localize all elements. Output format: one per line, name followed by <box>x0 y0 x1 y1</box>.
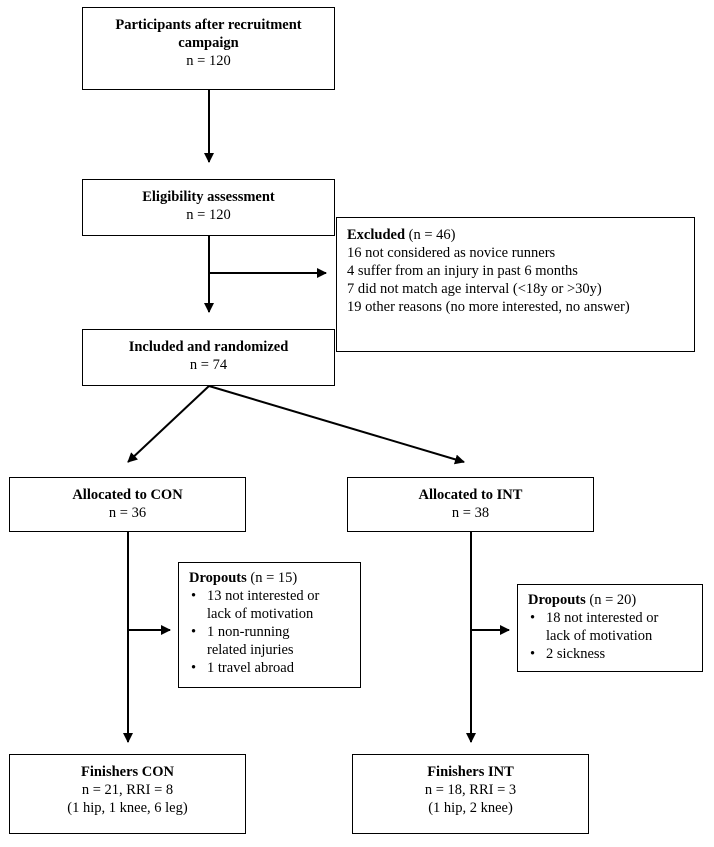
finishers-con-box: Finishers CON n = 21, RRI = 8 (1 hip, 1 … <box>9 754 246 834</box>
allocated-int-n: n = 38 <box>451 505 490 521</box>
allocated-int-box: Allocated to INT n = 38 <box>347 477 594 532</box>
list-item: 2 sickness <box>528 645 692 663</box>
eligibility-title: Eligibility assessment <box>142 189 275 205</box>
finishers-con-line2: (1 hip, 1 knee, 6 leg) <box>67 800 188 816</box>
finishers-con-title: Finishers CON <box>80 764 175 780</box>
excluded-count: (n = 46) <box>405 227 456 243</box>
excluded-item: 19 other reasons (no more interested, no… <box>347 299 630 315</box>
excluded-item: 16 not considered as novice runners <box>347 245 556 261</box>
excluded-item: 7 did not match age interval (<18y or >3… <box>347 281 602 297</box>
finishers-int-line1: n = 18, RRI = 3 <box>424 782 517 798</box>
dropouts-con-count: (n = 15) <box>246 570 298 586</box>
allocated-con-title: Allocated to CON <box>72 487 183 503</box>
recruitment-n: n = 120 <box>186 53 231 69</box>
allocated-con-n: n = 36 <box>108 505 147 521</box>
finishers-int-line2: (1 hip, 2 knee) <box>428 800 513 816</box>
dropouts-con-box: Dropouts (n = 15) 13 not interested orla… <box>178 562 361 688</box>
dropouts-int-box: Dropouts (n = 20) 18 not interested orla… <box>517 584 703 672</box>
recruitment-title-line2: campaign <box>178 35 239 51</box>
recruitment-box: Participants after recruitment campaign … <box>82 7 335 90</box>
finishers-con-line1: n = 21, RRI = 8 <box>81 782 174 798</box>
allocated-int-title: Allocated to INT <box>418 487 523 503</box>
eligibility-n: n = 120 <box>186 207 231 223</box>
excluded-item: 4 suffer from an injury in past 6 months <box>347 263 578 279</box>
included-title: Included and randomized <box>128 339 289 355</box>
arrow-to-allocated-con <box>127 385 210 463</box>
finishers-int-box: Finishers INT n = 18, RRI = 3 (1 hip, 2 … <box>352 754 589 834</box>
list-item: 1 travel abroad <box>189 659 350 677</box>
recruitment-title-line1: Participants after recruitment <box>115 17 302 33</box>
finishers-int-title: Finishers INT <box>427 764 514 780</box>
dropouts-int-title: Dropouts <box>528 592 586 608</box>
included-n: n = 74 <box>189 357 228 373</box>
arrow-to-allocated-int <box>208 385 465 465</box>
excluded-title: Excluded <box>347 227 406 243</box>
excluded-box: Excluded (n = 46) 16 not considered as n… <box>336 217 695 352</box>
dropouts-con-title: Dropouts <box>189 570 247 586</box>
included-box: Included and randomized n = 74 <box>82 329 335 386</box>
eligibility-box: Eligibility assessment n = 120 <box>82 179 335 236</box>
dropouts-int-count: (n = 20) <box>585 592 637 608</box>
allocated-con-box: Allocated to CON n = 36 <box>9 477 246 532</box>
